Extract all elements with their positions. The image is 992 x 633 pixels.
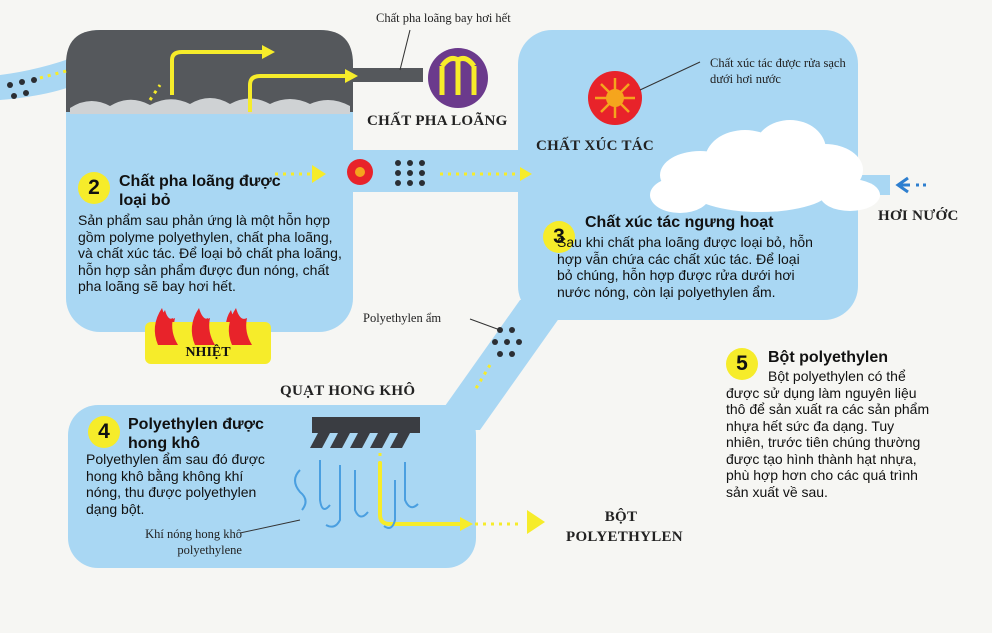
step-5-title: Bột polyethylen <box>768 349 889 366</box>
hot-air-swirls <box>294 460 419 529</box>
step-2-body: Sản phẩm sau phản ứng là một hỗn hợp gồm… <box>78 212 342 294</box>
steam-label: HƠI NƯỚC <box>878 208 959 224</box>
diluent-evaporated-note: Chất pha loãng bay hơi hết <box>376 11 511 25</box>
inlet-molecule-icon <box>7 77 37 99</box>
connector-pipe <box>345 150 545 192</box>
diluent-outlet-pipe <box>353 68 423 82</box>
step-2-title: Chất pha loãng được loại bỏ <box>119 173 281 209</box>
tank-surface-foam <box>70 98 350 114</box>
catalyst-icon <box>588 71 642 125</box>
output-label: BỘT POLYETHYLEN <box>566 509 683 545</box>
tank-vapor-region <box>66 30 353 112</box>
drying-fan-label: QUẠT HONG KHÔ <box>280 383 416 399</box>
hot-air-note: Khí nóng hong khô polyethylene <box>145 527 242 557</box>
steam-clouds <box>650 120 880 213</box>
step-number-2: 2 <box>78 172 110 204</box>
heat-label: NHIỆT <box>185 345 231 360</box>
drying-fan <box>312 417 420 433</box>
step-3-title: Chất xúc tác ngưng hoạt <box>585 214 774 231</box>
step-5-body: Bột polyethylen có thể được sử dụng làm … <box>726 368 930 500</box>
diagonal-pipe <box>428 300 572 430</box>
step-4-body: Polyethylen ẩm sau đó được hong khô bằng… <box>86 451 265 517</box>
step-number-4: 4 <box>88 416 120 448</box>
step-4-title: Polyethylen được hong khô <box>128 416 264 452</box>
wet-polyethylene-note: Polyethylen ẩm <box>363 311 442 325</box>
polymer-molecule-icon <box>395 160 425 186</box>
flow-arrows <box>170 50 460 526</box>
step-number-3: 3 <box>543 221 575 253</box>
step-3-body: Sau khi chất pha loãng được loại bỏ, hỗn… <box>557 234 813 300</box>
catalyst-label: CHẤT XÚC TÁC <box>536 138 655 154</box>
step-number-5: 5 <box>726 348 758 380</box>
diluent-label: CHẤT PHA LOÃNG <box>367 113 508 129</box>
catalyst-washed-note: Chất xúc tác được rửa sạch dưới hơi nước <box>710 56 846 86</box>
